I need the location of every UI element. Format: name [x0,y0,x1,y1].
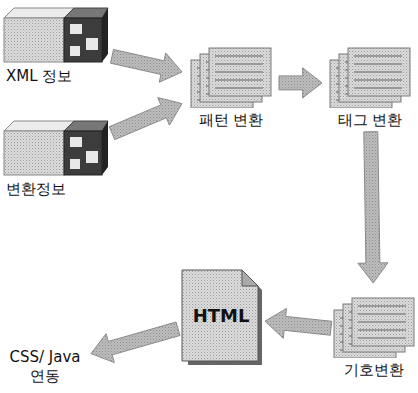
node-label: 패턴 변환 [185,111,277,130]
node-label: 변환정보 [2,180,110,199]
sheet [352,298,414,346]
box-front [4,131,64,175]
flow-arrow [110,50,182,83]
box-dark-top [64,8,108,18]
node-label: 기호변환 [333,361,415,380]
node-label: 태그 변환 [325,111,415,130]
box-window [70,159,80,169]
sheet [348,48,410,96]
sheet-line [354,63,402,65]
sheet-line [358,313,406,315]
sheet [209,48,271,96]
document-stack-icon [325,36,415,108]
process-node: 기호변환 [333,286,415,380]
box-window [86,151,98,163]
box-icon [2,2,110,64]
box-window [70,137,82,147]
output-node: CSS/ Java 연동 [2,348,88,386]
sheet-line [215,71,263,73]
node-label: XML 정보 [2,67,110,86]
sheet-line [215,55,263,57]
box-window [70,46,80,56]
process-node: 패턴 변환 [185,36,277,130]
flow-arrow [91,322,180,363]
document-stack-icon [333,286,415,358]
flow-arrow [279,68,322,98]
flow-arrow [109,98,182,140]
node-label: CSS/ Java 연동 [2,348,88,386]
sheet-line [215,87,263,89]
page [182,270,258,361]
box-dark-top [64,121,108,131]
box-dark-side [102,8,108,62]
box-dark-face [64,131,102,175]
html-document: HTML [180,268,262,365]
box-top [4,8,74,18]
box-window [70,24,82,34]
sheet-line [358,305,406,307]
document-label: HTML [193,305,250,328]
box-icon [2,115,110,177]
document-stack-icon [185,36,277,108]
process-node: 변환정보 [2,115,110,199]
box-window [86,38,98,50]
box-front [4,18,64,62]
process-node: 태그 변환 [325,36,415,130]
flow-arrow [265,308,332,338]
sheet-line [215,63,263,65]
sheet-line [358,321,406,323]
sheet-line [354,79,402,81]
sheet-line [354,87,402,89]
process-node: XML 정보 [2,2,110,86]
box-dark-side [102,121,108,175]
flow-arrow [358,132,388,283]
sheet-line [358,337,406,339]
box-top [4,121,74,131]
sheet-line [354,55,402,57]
sheet-line [354,71,402,73]
box-dark-face [64,18,102,62]
page-fold [242,270,258,286]
sheet-line [215,79,263,81]
sheet-line [358,329,406,331]
